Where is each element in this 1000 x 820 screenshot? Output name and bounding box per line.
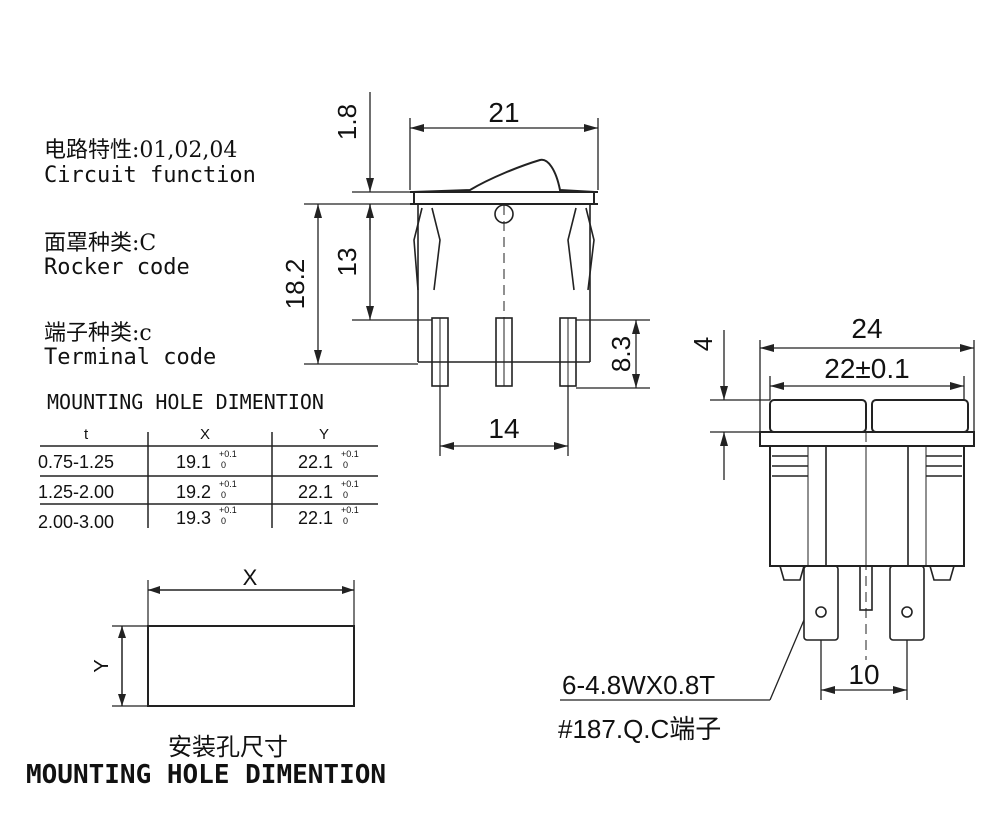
tolerance-upper: +0.1 bbox=[219, 479, 237, 489]
mounting-hole-diagram: X Y bbox=[91, 565, 355, 707]
hole-caption-en: MOUNTING HOLE DIMENTION bbox=[26, 760, 387, 790]
tolerance-upper: +0.1 bbox=[219, 505, 237, 515]
hole-table-title: MOUNTING HOLE DIMENTION bbox=[47, 390, 324, 414]
side-view-dimensions bbox=[304, 92, 650, 456]
hole-table-header-t: t bbox=[84, 426, 89, 443]
hole-x-label: X bbox=[243, 565, 258, 590]
tolerance-upper: +0.1 bbox=[341, 449, 359, 459]
dim-rocker-1-8: 1.8 bbox=[332, 104, 362, 140]
hole-y-label: Y bbox=[91, 659, 113, 672]
circuit-function-en: Circuit function bbox=[44, 163, 256, 188]
hole-caption-cn: 安装孔尺寸 bbox=[168, 733, 288, 761]
hole-table-cell: 0.75-1.25 bbox=[38, 452, 115, 472]
front-view-switch bbox=[759, 399, 975, 660]
dim-width-21: 21 bbox=[488, 97, 519, 128]
hole-table-cell: 1.25-2.00 bbox=[38, 482, 115, 502]
side-view-switch bbox=[410, 158, 598, 387]
hole-table-cell: 19.1 bbox=[176, 452, 212, 472]
dim-terminal-pitch-10: 10 bbox=[848, 659, 879, 690]
tolerance-upper: +0.1 bbox=[341, 479, 359, 489]
tolerance-upper: +0.1 bbox=[219, 449, 237, 459]
hole-table-cell: 19.3 bbox=[176, 508, 212, 528]
terminal-type-label: #187.Q.C端子 bbox=[558, 714, 721, 744]
hole-table-cell: 22.1 bbox=[298, 508, 334, 528]
dim-pitch-14: 14 bbox=[488, 413, 519, 444]
dim-total-18-2: 18.2 bbox=[280, 259, 310, 310]
circuit-function-cn: 电路特性:01,02,04 bbox=[44, 138, 238, 163]
hole-table-cell: 2.00-3.00 bbox=[38, 512, 115, 532]
dim-terminal-8-3: 8.3 bbox=[606, 336, 636, 372]
tolerance-lower: 0 bbox=[221, 516, 227, 526]
dim-inner-22: 22±0.1 bbox=[824, 353, 909, 384]
rocker-code-cn: 面罩种类:C bbox=[44, 231, 157, 256]
tolerance-upper: +0.1 bbox=[341, 505, 359, 515]
tolerance-lower: 0 bbox=[221, 490, 227, 500]
front-view-dimensions bbox=[560, 330, 975, 701]
dim-outer-24: 24 bbox=[851, 313, 882, 344]
tolerance-lower: 0 bbox=[221, 460, 227, 470]
tolerance-lower: 0 bbox=[343, 490, 349, 500]
hole-table-header-x: X bbox=[200, 426, 211, 443]
rocker-code-en: Rocker code bbox=[44, 255, 190, 280]
hole-table-cell: 22.1 bbox=[298, 482, 334, 502]
hole-table-grid bbox=[40, 432, 378, 528]
hole-table-cell: 22.1 bbox=[298, 452, 334, 472]
dim-body-13: 13 bbox=[332, 248, 362, 277]
terminal-code-en: Terminal code bbox=[44, 345, 217, 370]
hole-table-header-y: Y bbox=[319, 426, 330, 443]
dim-flange-4: 4 bbox=[688, 337, 718, 351]
tolerance-lower: 0 bbox=[343, 460, 349, 470]
terminal-spec-label: 6-4.8WX0.8T bbox=[562, 670, 715, 700]
hole-table-cell: 19.2 bbox=[176, 482, 212, 502]
terminal-code-cn: 端子种类:c bbox=[44, 321, 152, 346]
tolerance-lower: 0 bbox=[343, 516, 349, 526]
